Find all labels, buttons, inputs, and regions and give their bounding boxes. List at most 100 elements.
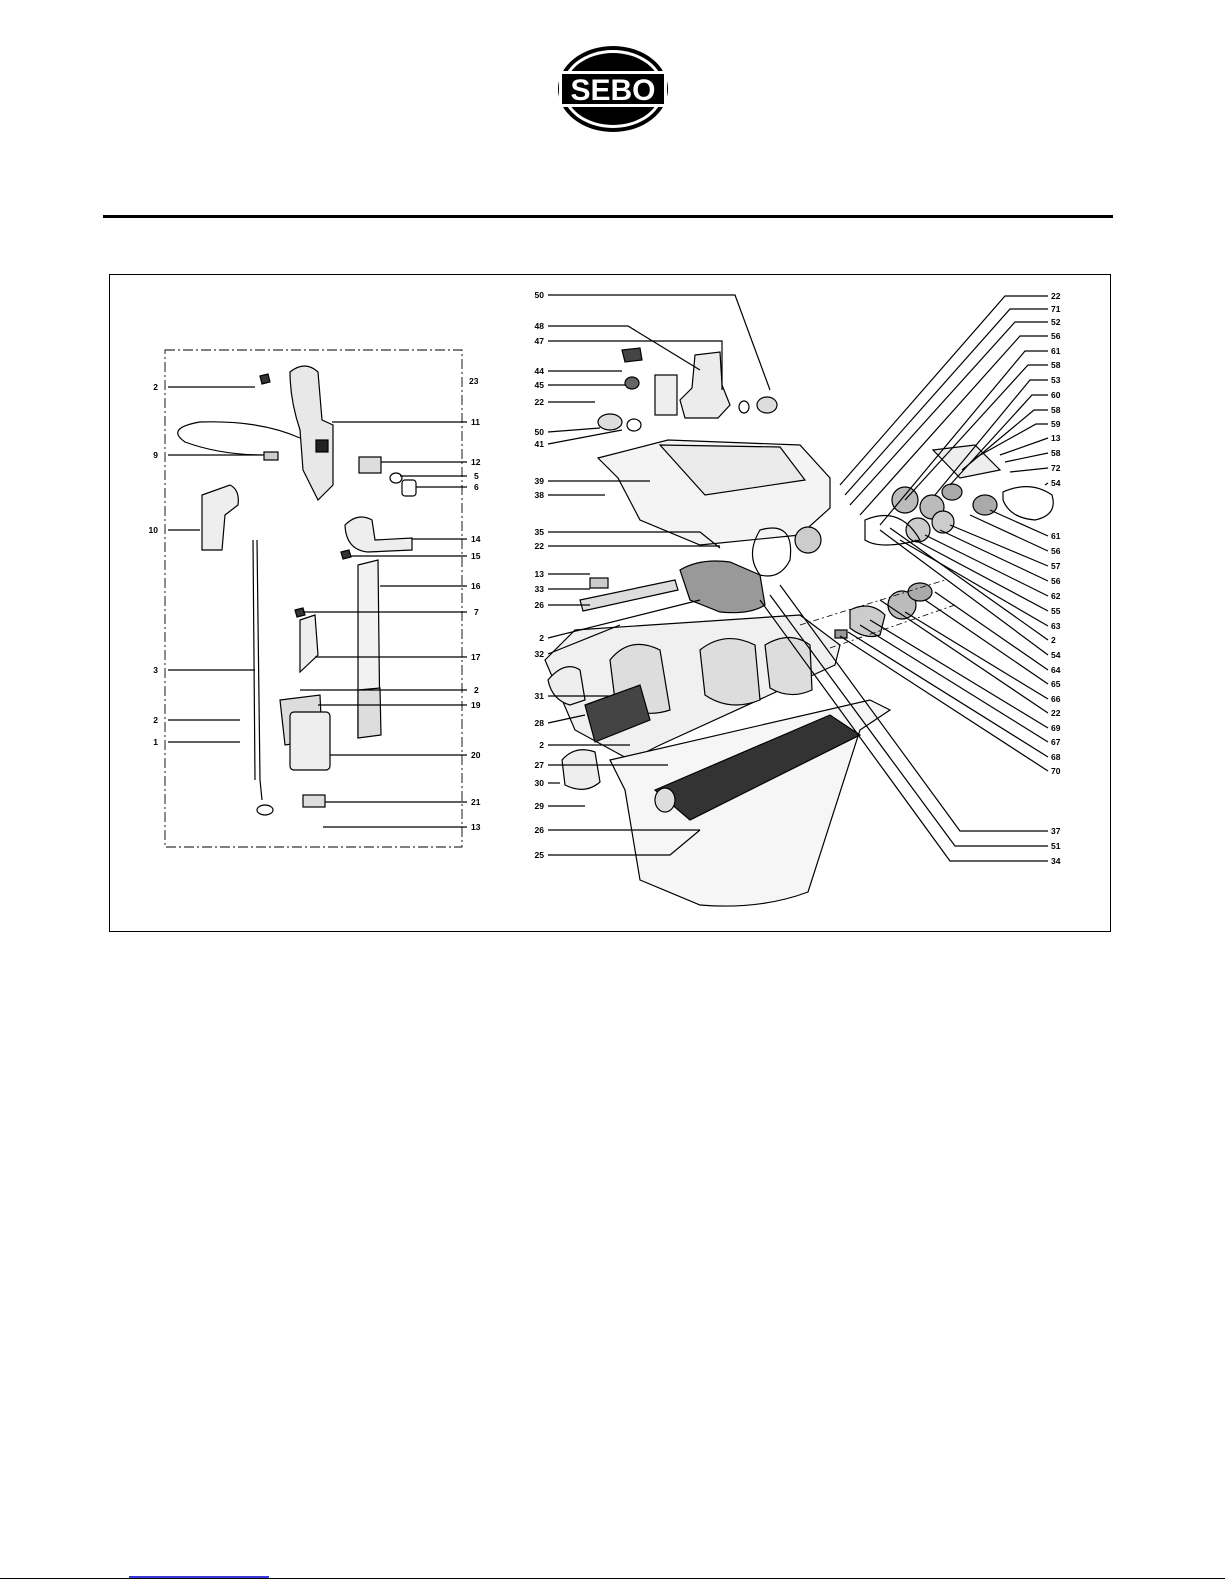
part-label: 45	[535, 380, 545, 390]
motor-cover-part	[290, 712, 330, 770]
switch-bracket-part	[655, 375, 677, 415]
gear-part-c	[906, 518, 930, 542]
part-label: 54	[1051, 650, 1061, 660]
leader-line	[860, 625, 1048, 742]
part-label: 29	[535, 801, 545, 811]
part-label: 50	[535, 290, 545, 300]
footer-link-underline[interactable]	[129, 1576, 269, 1578]
leader-line	[935, 380, 1048, 495]
part-label: 23	[469, 376, 479, 386]
knob-part	[622, 348, 642, 362]
part-label: 11	[471, 417, 480, 427]
part-label: 66	[1051, 694, 1061, 704]
part-label: 58	[1051, 360, 1061, 370]
part-label: 28	[535, 718, 545, 728]
part-label: 41	[535, 439, 545, 449]
switch-part	[359, 457, 381, 473]
switch-clip-part	[390, 473, 402, 483]
washer-part	[627, 419, 641, 431]
leader-line	[1045, 483, 1048, 485]
part-label: 2	[539, 740, 544, 750]
part-label: 22	[1051, 291, 1061, 301]
part-label: 2	[474, 685, 479, 695]
leader-line	[548, 430, 622, 444]
bracket-part	[300, 615, 318, 672]
part-label: 32	[535, 649, 545, 659]
part-label: 16	[471, 581, 481, 591]
gearbox-part	[850, 606, 885, 636]
leader-line	[950, 525, 1048, 566]
part-label: 19	[471, 700, 481, 710]
part-label: 59	[1051, 419, 1061, 429]
part-label: 13	[471, 822, 481, 832]
tube-lower-part	[358, 688, 381, 738]
belt-part-right	[1003, 487, 1053, 520]
part-label: 70	[1051, 766, 1061, 776]
part-label: 34	[1051, 856, 1061, 866]
part-label: 5	[474, 471, 479, 481]
leader-line	[848, 632, 1048, 757]
part-label: 22	[1051, 708, 1061, 718]
part-label: 47	[535, 336, 545, 346]
gear-part-d	[932, 511, 954, 533]
part-label: 56	[1051, 546, 1061, 556]
part-label: 13	[535, 569, 545, 579]
part-label: 39	[535, 476, 545, 486]
part-label: 35	[535, 527, 545, 537]
part-label: 21	[471, 797, 481, 807]
switch-cap-part	[402, 480, 416, 496]
brush-cover-part-c	[765, 638, 812, 695]
leader-line	[880, 600, 1048, 713]
drive-motor-part	[680, 561, 765, 613]
part-label: 26	[535, 600, 545, 610]
part-label: 65	[1051, 679, 1061, 689]
part-label: 13	[1051, 433, 1061, 443]
part-label: 64	[1051, 665, 1061, 675]
part-label: 26	[535, 825, 545, 835]
part-label: 44	[535, 366, 545, 376]
part-label: 60	[1051, 390, 1061, 400]
part-label: 50	[535, 427, 545, 437]
part-label: 14	[471, 534, 481, 544]
part-label: 63	[1051, 621, 1061, 631]
crevice-tool-part	[202, 485, 238, 550]
handle-part	[290, 366, 333, 500]
part-label: 7	[474, 607, 479, 617]
power-cord-part	[178, 422, 300, 455]
wire-harness-part-b	[253, 540, 255, 780]
part-label: 25	[535, 850, 545, 860]
leader-line	[548, 326, 700, 370]
leader-line	[1010, 468, 1048, 472]
screw-part	[260, 374, 270, 384]
part-label: 62	[1051, 591, 1061, 601]
part-label: 48	[535, 321, 545, 331]
handle-switch-part	[316, 440, 328, 452]
part-label: 2	[1051, 635, 1056, 645]
part-label: 68	[1051, 752, 1061, 762]
gear-part	[795, 527, 821, 553]
part-label: 53	[1051, 375, 1061, 385]
part-label: 20	[471, 750, 481, 760]
part-label: 2	[539, 633, 544, 643]
clamp-part	[345, 517, 412, 552]
part-label: 56	[1051, 331, 1061, 341]
part-label: 55	[1051, 606, 1061, 616]
part-label: 2	[153, 715, 158, 725]
leader-line	[1005, 453, 1048, 462]
part-label: 30	[535, 778, 545, 788]
part-label: 27	[535, 760, 545, 770]
leader-line	[990, 510, 1048, 536]
part-label: 58	[1051, 448, 1061, 458]
part-label: 54	[1051, 478, 1061, 488]
part-label: 9	[153, 450, 158, 460]
part-label: 10	[149, 525, 159, 535]
part-label: 22	[535, 541, 545, 551]
footer-rule	[0, 1578, 1225, 1579]
leader-line	[548, 428, 600, 432]
part-label: 52	[1051, 317, 1061, 327]
part-label: 38	[535, 490, 545, 500]
pulley-part-right	[757, 397, 777, 413]
brush-cover-part-b	[700, 639, 760, 705]
screw-part-15	[341, 550, 351, 559]
